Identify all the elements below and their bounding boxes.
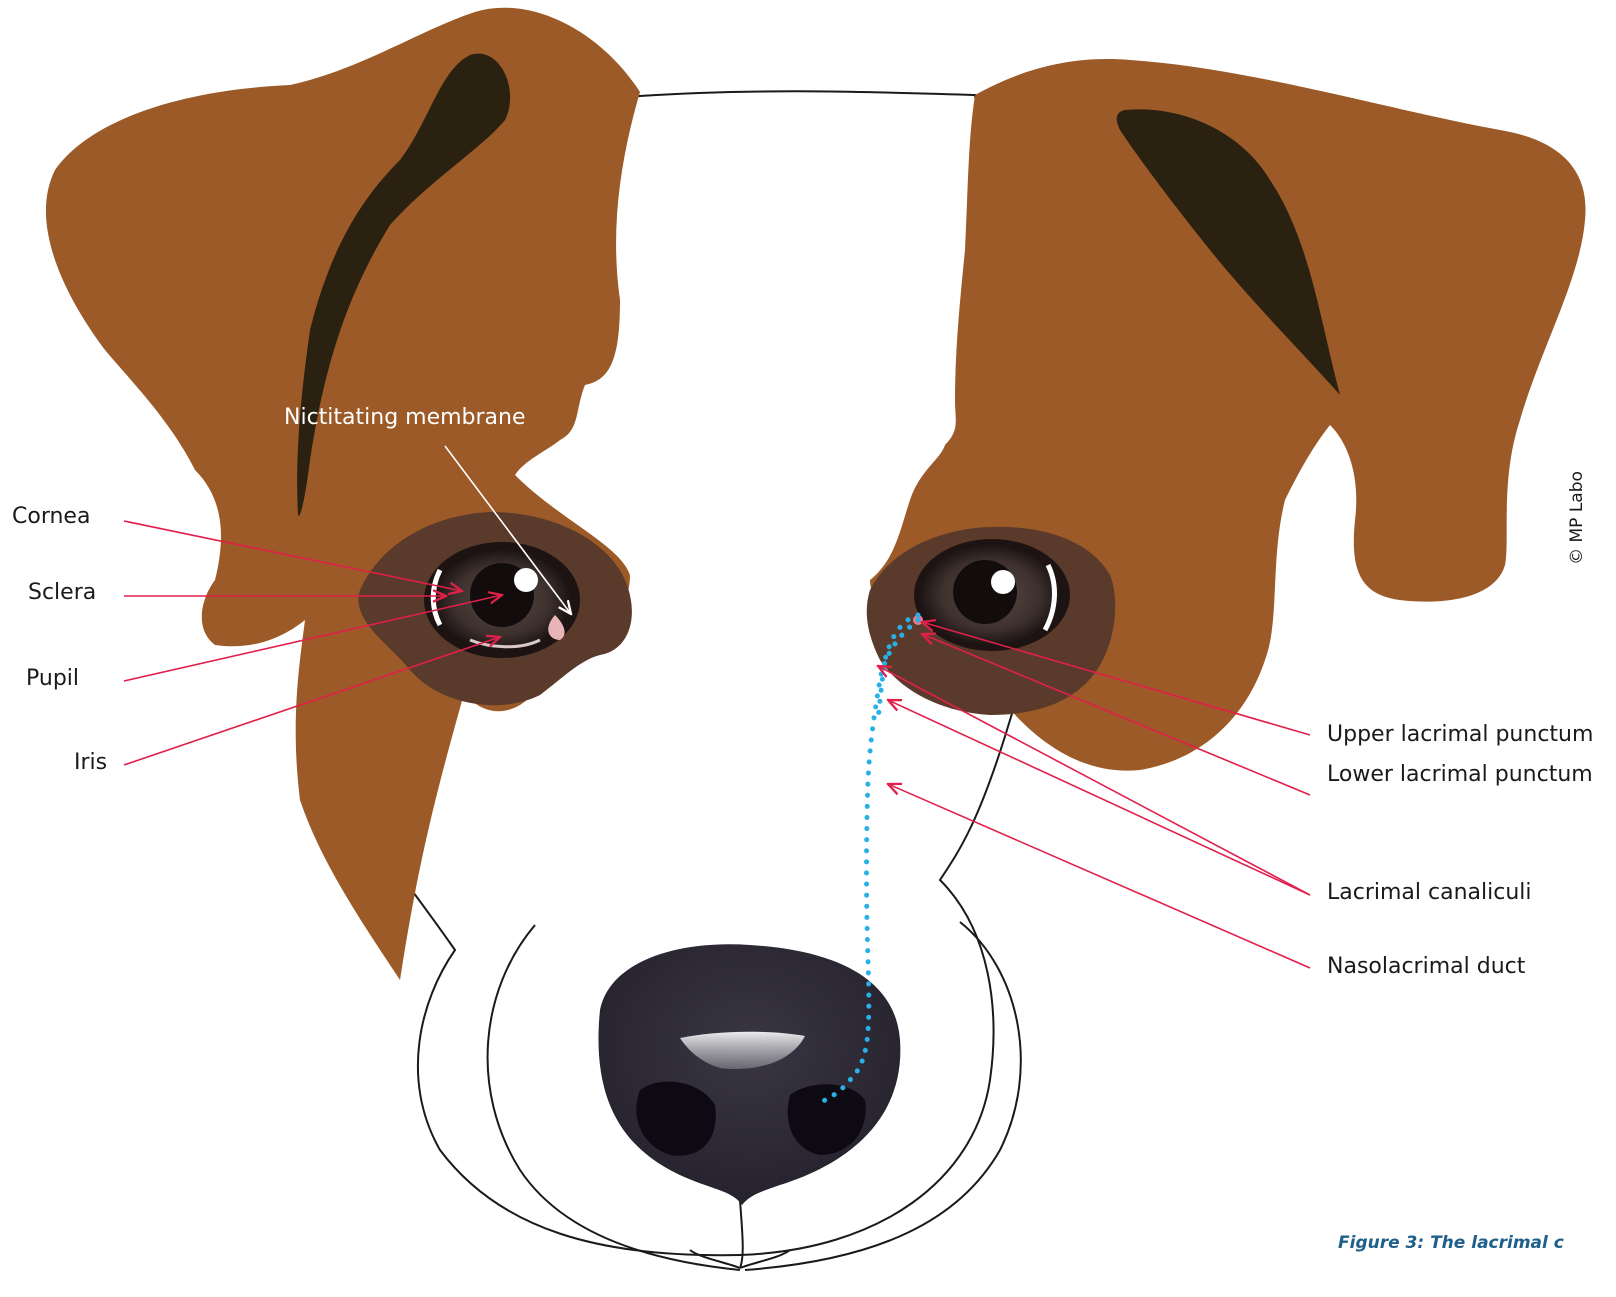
label-sclera: Sclera <box>28 582 96 604</box>
figure-caption: Figure 3: The lacrimal c <box>1338 1233 1564 1253</box>
label-nictitating-membrane: Nictitating membrane <box>284 407 526 429</box>
label-pupil: Pupil <box>26 668 79 690</box>
label-lacrimal-canaliculi: Lacrimal canaliculi <box>1327 882 1532 904</box>
right-eye <box>913 539 1070 651</box>
label-upper-lacrimal-punctum: Upper lacrimal punctum <box>1327 724 1593 746</box>
copyright-credit: © MP Labo <box>1567 471 1587 565</box>
left-eye <box>424 542 580 658</box>
label-iris: Iris <box>74 752 107 774</box>
label-lower-lacrimal-punctum: Lower lacrimal punctum <box>1327 764 1593 786</box>
label-nasolacrimal-duct: Nasolacrimal duct <box>1327 956 1525 978</box>
label-cornea: Cornea <box>12 506 90 528</box>
